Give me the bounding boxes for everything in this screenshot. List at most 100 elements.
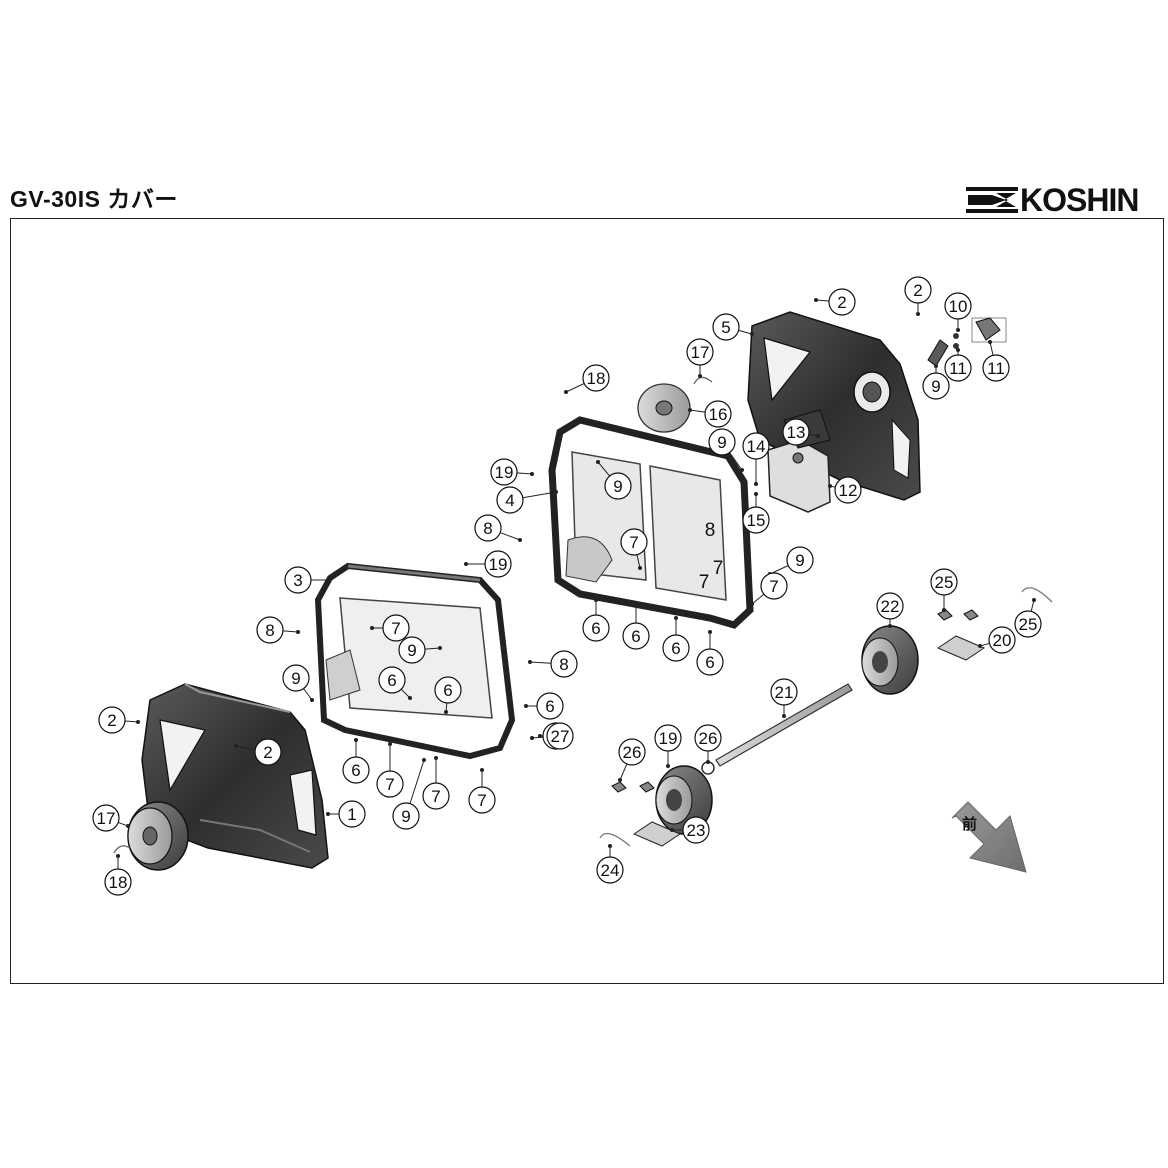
callout-circle xyxy=(550,650,578,678)
callout-number: 8 xyxy=(483,519,492,538)
callout-leader-dot xyxy=(688,408,692,412)
callout-circle xyxy=(474,514,502,542)
callout-number: 8 xyxy=(265,621,274,640)
callout-leader-dot xyxy=(828,484,832,488)
callout-number: 9 xyxy=(401,807,410,826)
callout-leader-dot xyxy=(634,604,638,608)
callout-number: 24 xyxy=(601,861,620,880)
part-callout: 9 xyxy=(786,546,814,574)
callout-leader-dot xyxy=(408,696,412,700)
part-number-label: 7 xyxy=(699,572,710,593)
callout-number: 9 xyxy=(795,551,804,570)
brand-name: KOSHIN xyxy=(1020,181,1139,218)
callout-leader-line xyxy=(409,759,425,804)
callout-leader-line xyxy=(689,409,706,413)
callout-leader-dot xyxy=(438,646,442,650)
part-callout: 27 xyxy=(546,722,574,750)
callout-leader-line xyxy=(400,688,411,699)
part-12-hinge xyxy=(971,317,1007,343)
callout-circle xyxy=(708,428,736,456)
part-26-nut xyxy=(963,609,979,621)
brand-logo: KOSHIN xyxy=(966,181,1139,218)
part-callout: 7 xyxy=(760,572,788,600)
callout-number: 2 xyxy=(837,293,846,312)
callout-circle xyxy=(434,676,462,704)
part-callout: 9 xyxy=(398,636,426,664)
callout-circle xyxy=(682,816,710,844)
callout-circle xyxy=(686,338,714,366)
callout-circle xyxy=(376,770,404,798)
callout-circle xyxy=(828,288,856,316)
callout-circle xyxy=(760,572,788,600)
leader-lines xyxy=(116,298,1036,869)
callout-number: 9 xyxy=(613,477,622,496)
callout-leader-dot xyxy=(538,734,542,738)
part-callout: 16 xyxy=(704,400,732,428)
callout-number: 10 xyxy=(949,297,968,316)
callout-circle xyxy=(694,724,722,752)
callout-number: 22 xyxy=(881,597,900,616)
callout-leader-dot xyxy=(988,340,992,344)
part-callout: 6 xyxy=(662,634,690,662)
callout-leader-dot xyxy=(434,756,438,760)
callout-circle xyxy=(620,528,648,556)
callout-number: 16 xyxy=(709,405,728,424)
callout-leader-dot xyxy=(296,630,300,634)
part-10-latch xyxy=(927,339,949,367)
callout-circle xyxy=(982,354,1010,382)
callout-leader-dot xyxy=(354,738,358,742)
callout-number: 9 xyxy=(291,669,300,688)
part-23-wheel xyxy=(861,625,919,695)
callout-circle xyxy=(382,614,410,642)
callout-circle xyxy=(876,592,904,620)
callout-number: 12 xyxy=(839,481,858,500)
callout-leader-dot xyxy=(444,710,448,714)
part-callout: 9 xyxy=(282,664,310,692)
callout-circle xyxy=(256,616,284,644)
callout-leader-dot xyxy=(518,538,522,542)
callout-number: 15 xyxy=(747,511,766,530)
callout-number: 11 xyxy=(949,359,967,378)
callout-leader-dot xyxy=(888,624,892,628)
part-callout: 12 xyxy=(834,476,862,504)
callout-leader-line xyxy=(738,329,753,335)
brand-mark-icon xyxy=(966,187,1018,213)
callout-number: 3 xyxy=(293,571,302,590)
callout-circle xyxy=(546,722,574,750)
part-18-clip-left xyxy=(113,845,131,854)
callout-circle xyxy=(662,634,690,662)
callout-circle xyxy=(782,418,810,446)
callout-circle xyxy=(92,804,120,832)
callout-leader-dot xyxy=(670,828,674,832)
callout-circle xyxy=(468,786,496,814)
callout-leader-line xyxy=(619,763,628,781)
callout-number: 7 xyxy=(629,533,638,552)
part-callout: 25 xyxy=(1014,610,1042,638)
callout-circle xyxy=(712,313,740,341)
callout-leader-dot xyxy=(126,824,130,828)
callout-circle xyxy=(704,400,732,428)
part-callout: 2 xyxy=(904,276,932,304)
callout-leader-dot xyxy=(326,812,330,816)
part-callout: 23 xyxy=(682,816,710,844)
part-number-label: 8 xyxy=(705,520,716,541)
callout-circle xyxy=(988,626,1016,654)
callout-circle xyxy=(582,364,610,392)
part-callout: 21 xyxy=(770,678,798,706)
callout-number: 7 xyxy=(769,577,778,596)
callout-number: 4 xyxy=(505,491,514,510)
callout-circle xyxy=(104,868,132,896)
part-callout: 2 xyxy=(254,738,282,766)
callout-leader-dot xyxy=(638,566,642,570)
callout-leader-line xyxy=(597,461,611,477)
part-callout: 25 xyxy=(930,568,958,596)
part-callout: 18 xyxy=(104,868,132,896)
callout-leader-dot xyxy=(422,758,426,762)
callout-number: 19 xyxy=(489,555,508,574)
part-callout: 2 xyxy=(98,706,126,734)
part-callout: 7 xyxy=(376,770,404,798)
callout-circle xyxy=(378,666,406,694)
callout-leader-dot xyxy=(934,364,938,368)
part-callout: 3 xyxy=(284,566,312,594)
callout-number: 6 xyxy=(591,619,600,638)
